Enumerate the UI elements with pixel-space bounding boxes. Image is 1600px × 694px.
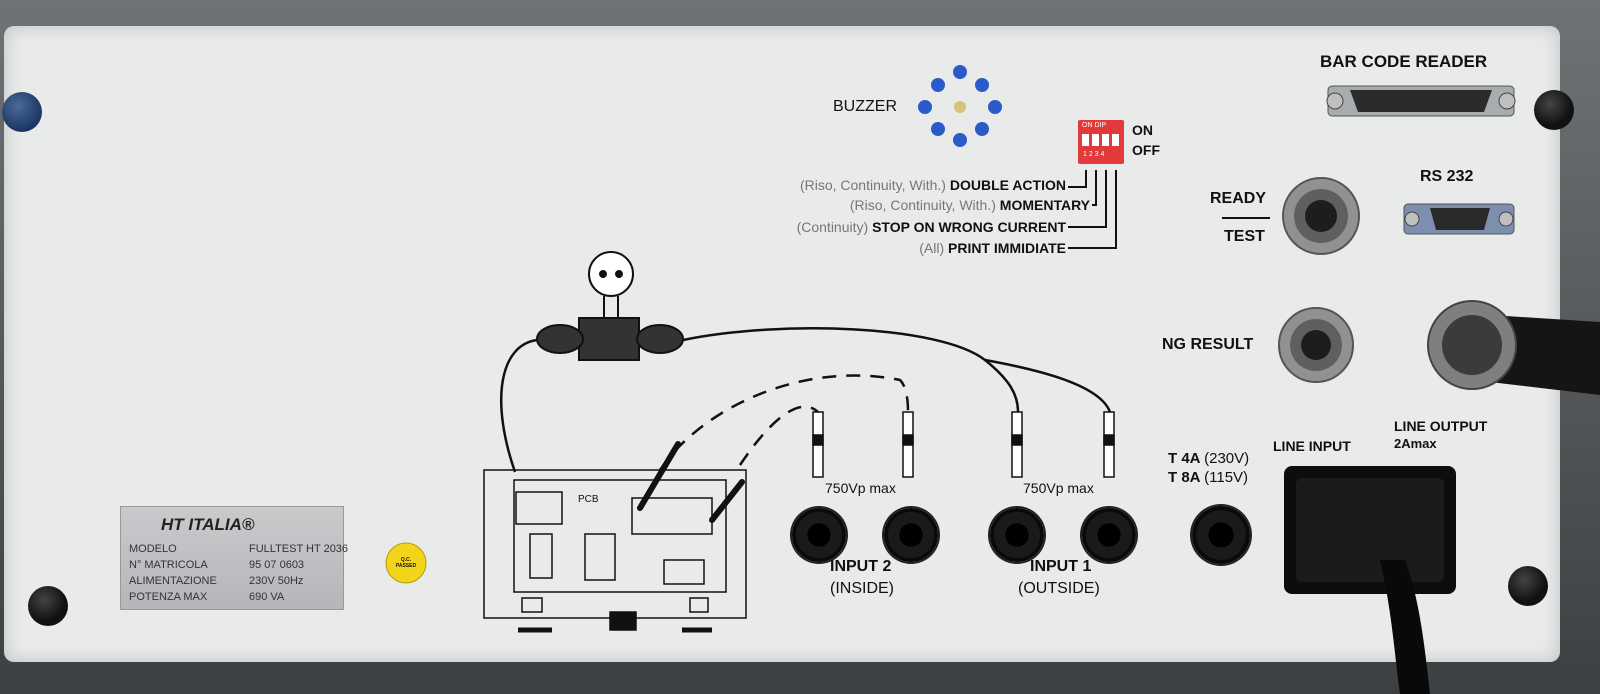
screw-icon [1534, 90, 1574, 130]
dip-switch-1[interactable] [1082, 134, 1089, 146]
dip-option-2: (Riso, Continuity, With.) MOMENTARY [850, 197, 1090, 213]
dip-switch-3[interactable] [1102, 134, 1109, 146]
nameplate-value: 230V 50Hz [249, 575, 304, 587]
vmax-label-1: 750Vp max [825, 480, 896, 496]
nameplate-row: MODELO FULLTEST HT 2036 [129, 543, 348, 555]
dip-option-4: (All) PRINT IMMIDIATE [919, 240, 1066, 256]
nameplate-key: ALIMENTAZIONE [129, 575, 217, 587]
nameplate-row: POTENZA MAX 690 VA [129, 591, 284, 603]
rs232-connector [1403, 203, 1515, 235]
fuse-1-voltage: (230V) [1204, 450, 1250, 467]
probe-tips [812, 411, 1115, 478]
buzzer-label: BUZZER [833, 98, 897, 115]
dip-on-label: ON [1132, 122, 1153, 138]
dip-option-name: STOP ON WRONG CURRENT [872, 219, 1066, 235]
dip-option-1: (Riso, Continuity, With.) DOUBLE ACTION [800, 177, 1066, 193]
probe-handles [637, 441, 745, 523]
dip-option-scope: (Riso, Continuity, With.) [849, 197, 996, 213]
screw-icon [1508, 566, 1548, 606]
input1-label: INPUT 1 [1030, 558, 1092, 575]
bar-code-label: BAR CODE READER [1320, 52, 1488, 71]
fuse-2-rating: T 8A [1168, 469, 1200, 486]
dip-leader-lines [1068, 170, 1117, 249]
fuse-2-label: T 8A (115V) [1168, 469, 1248, 486]
ready-label: READY [1210, 190, 1267, 207]
dashed-wires [658, 374, 910, 471]
dip-option-scope: (Riso, Continuity, With.) [799, 177, 946, 193]
input2-sub: (INSIDE) [830, 580, 894, 597]
dip-switch-4[interactable] [1112, 134, 1119, 146]
screw-icon [2, 92, 42, 132]
dip-option-3: (Continuity) STOP ON WRONG CURRENT [797, 219, 1066, 235]
rs232-label: RS 232 [1420, 168, 1474, 185]
input1-jack-b [1082, 508, 1136, 562]
input2-jack-b [884, 508, 938, 562]
nameplate-brand: HT ITALIA® [161, 515, 255, 534]
ng-result-label: NG RESULT [1162, 336, 1254, 353]
dip-option-name: PRINT IMMIDIATE [948, 240, 1066, 256]
nameplate-value: 690 VA [249, 591, 285, 603]
nameplate-key: N° MATRICOLA [129, 559, 208, 571]
outlet-diagram [536, 251, 684, 361]
screw-icon [28, 586, 68, 626]
line-input-socket [1284, 466, 1456, 694]
qc-sticker-text: Q.C. PASSED [395, 557, 417, 569]
dip-off-label: OFF [1132, 142, 1160, 158]
dip-switch[interactable]: ON DIP 1 2 3 4 [1078, 120, 1124, 164]
dip-option-scope: (Continuity) [796, 219, 869, 235]
input2-label: INPUT 2 [830, 558, 892, 575]
nameplate: HT ITALIA® MODELO FULLTEST HT 2036 N° MA… [120, 506, 348, 610]
pcb-diagram [483, 469, 747, 633]
fuse-2-voltage: (115V) [1204, 469, 1249, 486]
test-label: TEST [1224, 228, 1265, 245]
dip-chip-text: ON DIP [1082, 122, 1107, 129]
nameplate-value: FULLTEST HT 2036 [249, 543, 349, 555]
nameplate-value: 95 07 0603 [249, 559, 305, 571]
dip-option-name: DOUBLE ACTION [949, 177, 1066, 193]
line-output-label: LINE OUTPUT [1394, 418, 1488, 434]
line-input-label: LINE INPUT [1273, 438, 1351, 454]
nameplate-key: MODELO [129, 543, 177, 555]
input1-sub: (OUTSIDE) [1018, 580, 1100, 597]
dip-chip-numbers: 1 2 3 4 [1083, 151, 1105, 158]
input2-jack-a [792, 508, 846, 562]
line-output-sub: 2Amax [1394, 436, 1437, 451]
nameplate-row: N° MATRICOLA 95 07 0603 [129, 559, 304, 571]
diagram-wires [499, 327, 1112, 473]
ng-result-connector [1278, 307, 1354, 383]
buzzer-grille [918, 65, 1002, 147]
dip-option-name: MOMENTARY [999, 197, 1090, 213]
ready-test-connector [1282, 177, 1360, 255]
nameplate-key: POTENZA MAX [129, 591, 208, 603]
dip-option-scope: (All) [919, 240, 945, 256]
fuse-1-label: T 4A (230V) [1168, 450, 1249, 467]
vmax-label-2: 750Vp max [1023, 480, 1094, 496]
cable-connector [1427, 300, 1600, 395]
bar-code-connector [1326, 85, 1516, 117]
pcb-label: PCB [578, 494, 599, 505]
input1-jack-a [990, 508, 1044, 562]
qc-sticker [385, 542, 427, 584]
dip-switch-2[interactable] [1092, 134, 1099, 146]
nameplate-row: ALIMENTAZIONE 230V 50Hz [129, 575, 303, 587]
fuse-1-rating: T 4A [1168, 450, 1200, 467]
fuse-holder [1192, 506, 1250, 564]
